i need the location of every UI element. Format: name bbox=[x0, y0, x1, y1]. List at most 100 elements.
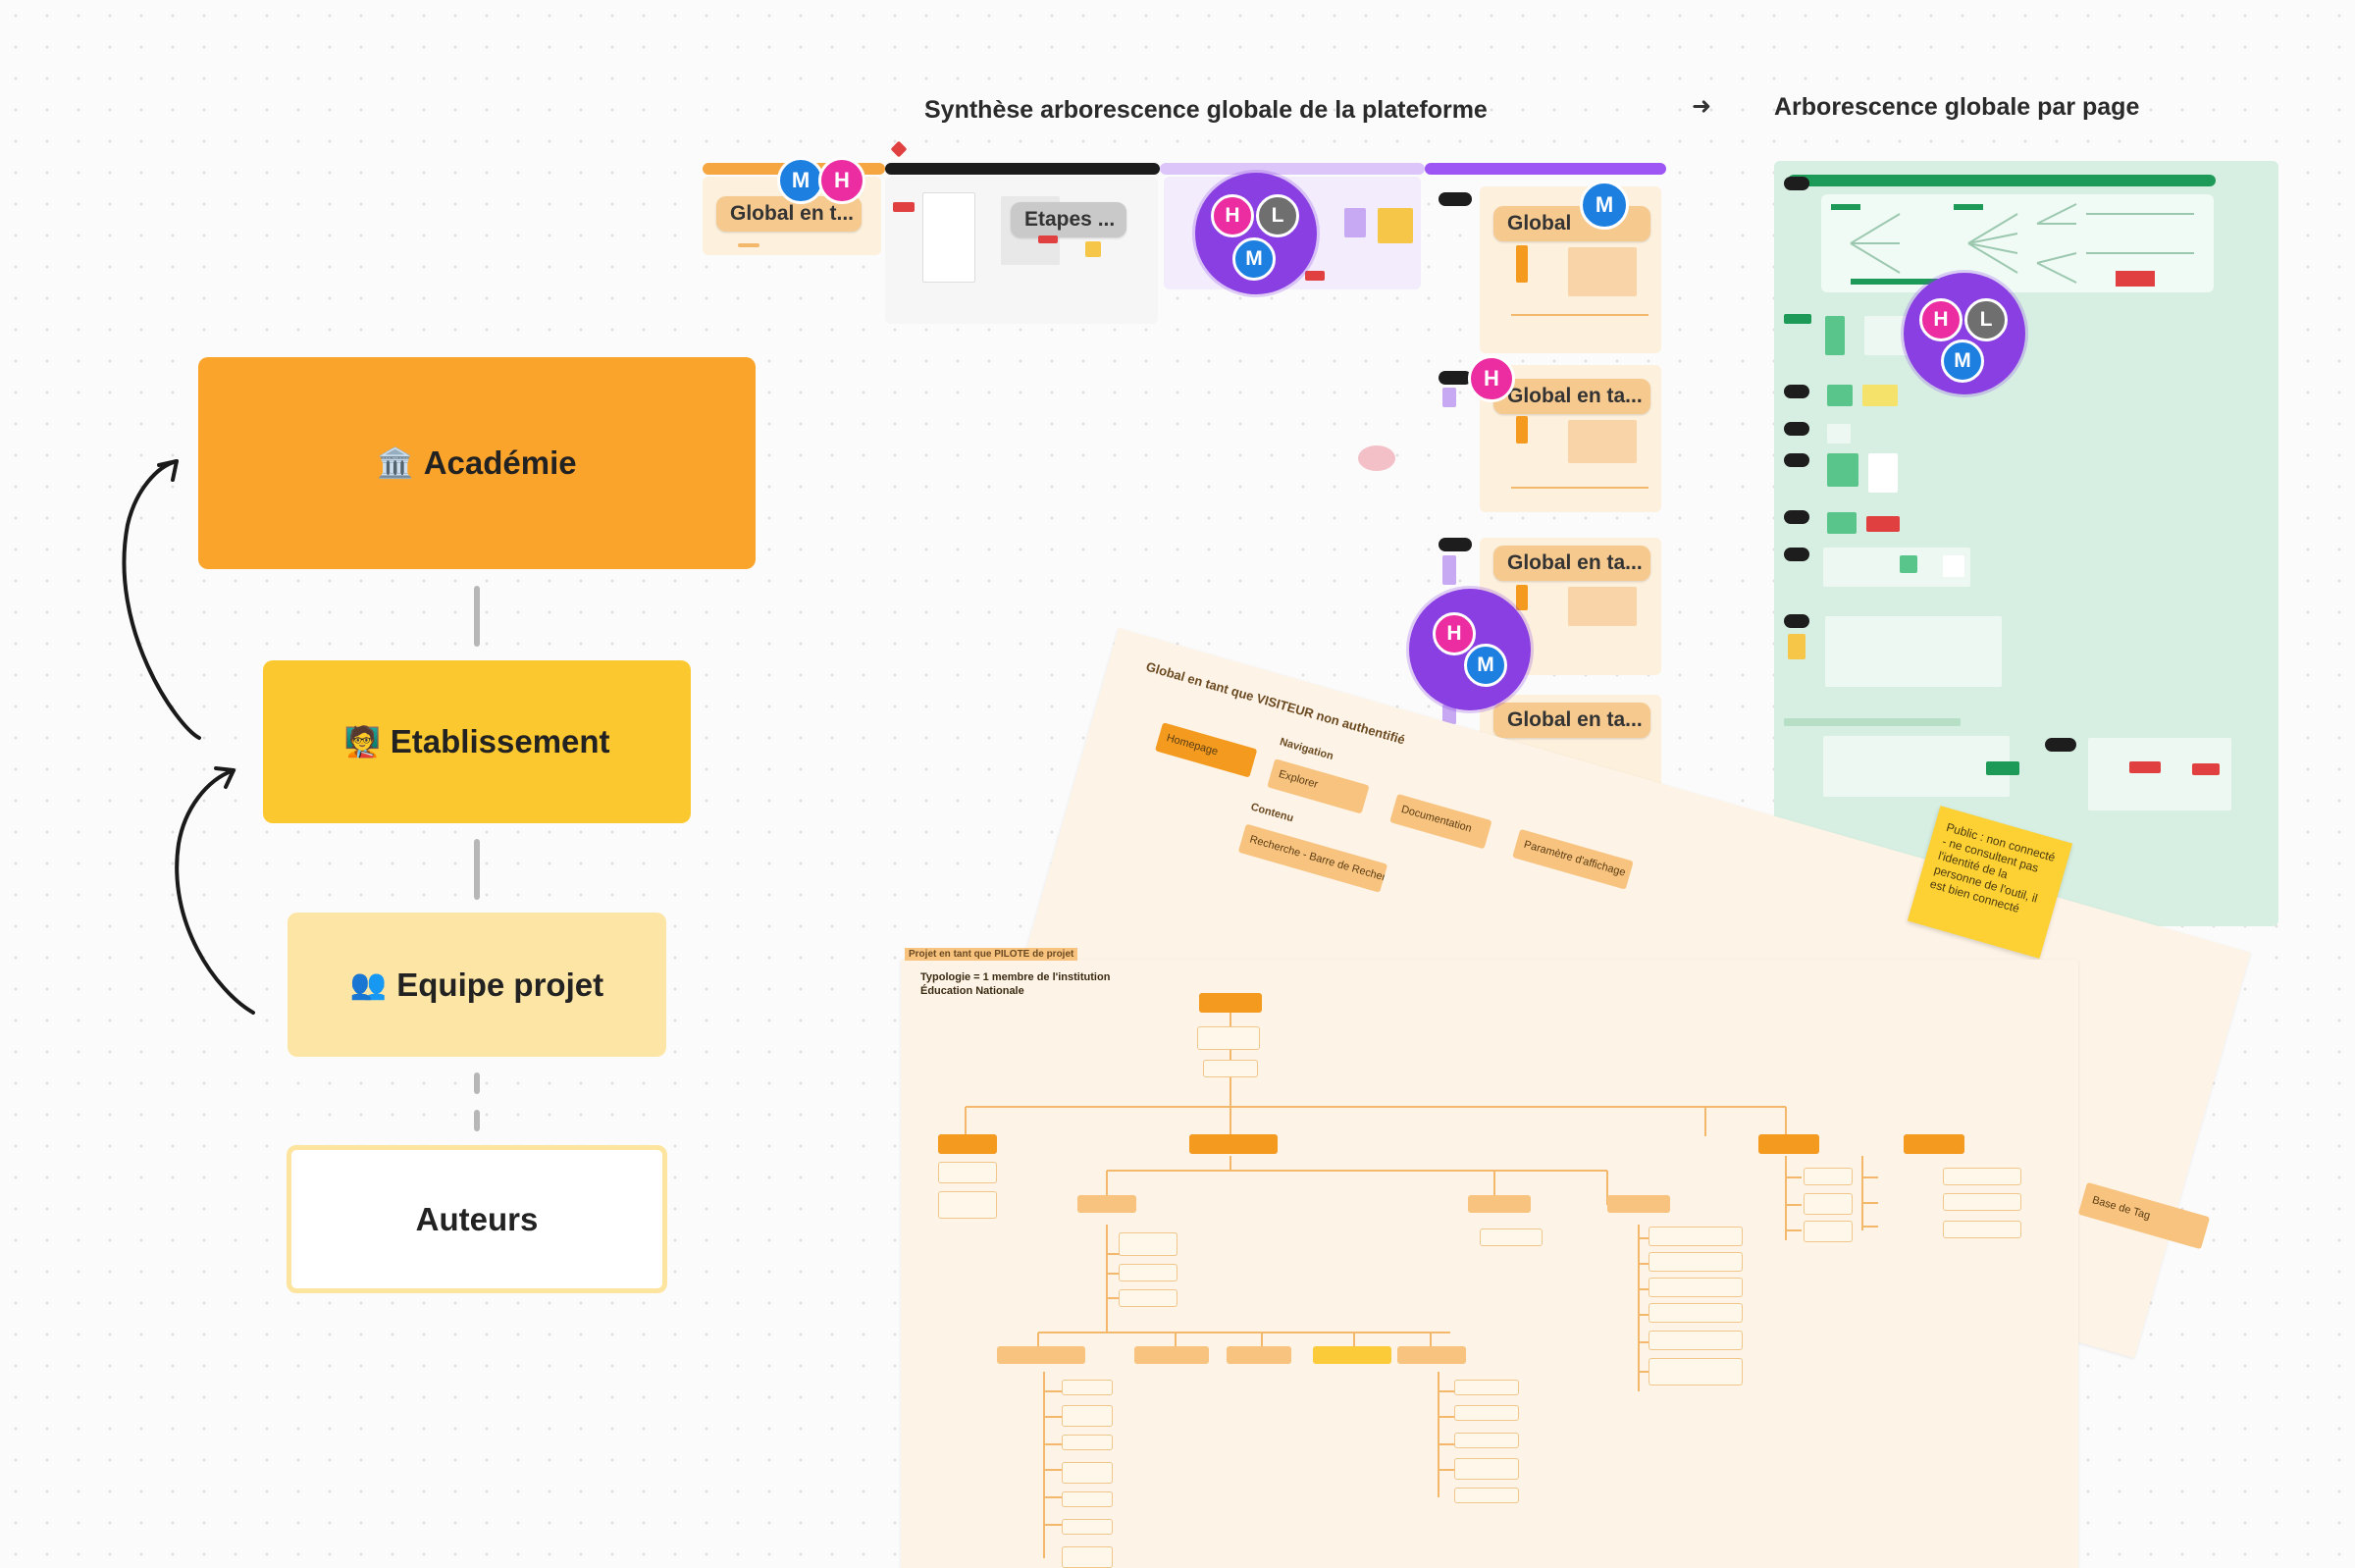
mini-block bbox=[1305, 271, 1325, 281]
node bbox=[1119, 1232, 1178, 1256]
node-root bbox=[1199, 993, 1262, 1013]
mini-line bbox=[1784, 718, 1961, 726]
mini-doc bbox=[922, 192, 975, 283]
frame-label: Global en ta... bbox=[1493, 546, 1650, 581]
node bbox=[1062, 1435, 1113, 1450]
black-tag bbox=[1784, 614, 1809, 628]
hierarchy-equipe-projet[interactable]: 👥 Equipe projet bbox=[288, 913, 666, 1057]
node bbox=[1480, 1228, 1543, 1246]
avatar-m[interactable]: M bbox=[777, 157, 824, 204]
sheet-bottom-subtitle-1: Typologie = 1 membre de l'institution bbox=[920, 971, 1111, 983]
node bbox=[1062, 1491, 1113, 1507]
mini-block bbox=[1568, 587, 1637, 626]
node bbox=[1062, 1405, 1113, 1427]
node bbox=[1648, 1331, 1743, 1350]
node bbox=[1397, 1346, 1466, 1364]
mini-block bbox=[1823, 736, 2010, 797]
synthese-title: Synthèse arborescence globale de la plat… bbox=[924, 96, 1488, 124]
node bbox=[1062, 1380, 1113, 1395]
mini-sticky bbox=[1788, 634, 1806, 659]
mini-block bbox=[1986, 761, 2019, 775]
node bbox=[1943, 1168, 2021, 1185]
academie-label: Académie bbox=[423, 444, 577, 481]
mini-block bbox=[1827, 385, 1853, 406]
black-tag bbox=[2045, 738, 2076, 752]
black-tag bbox=[1439, 192, 1472, 206]
mini-block bbox=[2129, 761, 2161, 773]
teacher-icon: 🧑‍🏫 bbox=[343, 725, 381, 758]
mini-sticky bbox=[1378, 208, 1413, 243]
connector-line bbox=[474, 586, 480, 647]
node bbox=[1062, 1519, 1113, 1535]
mini-block bbox=[738, 243, 759, 247]
black-tag bbox=[1784, 453, 1809, 467]
arrow-right-icon: ➜ bbox=[1692, 93, 1712, 120]
equipe-label: Equipe projet bbox=[396, 966, 604, 1003]
node bbox=[1904, 1134, 1964, 1154]
label-contenu: Contenu bbox=[1249, 801, 1295, 825]
frame-label: Global en ta... bbox=[1493, 703, 1650, 738]
node bbox=[1454, 1380, 1519, 1395]
strip-black bbox=[885, 163, 1160, 175]
black-tag bbox=[1439, 371, 1472, 385]
avatar-m: M bbox=[1941, 340, 1984, 383]
mini-sticky bbox=[1862, 385, 1898, 406]
node-documentation: Documentation bbox=[1389, 793, 1492, 850]
curved-arrows bbox=[122, 459, 255, 1015]
node bbox=[997, 1346, 1085, 1364]
mini-block bbox=[1516, 416, 1528, 444]
node bbox=[1062, 1462, 1113, 1484]
label-navigation: Navigation bbox=[1278, 736, 1335, 763]
avatar-h: H bbox=[1433, 612, 1476, 655]
node bbox=[938, 1162, 997, 1183]
mini-block bbox=[1784, 314, 1811, 324]
strip-green bbox=[1788, 175, 2216, 186]
node bbox=[1313, 1346, 1391, 1364]
frame-label: Global en t... bbox=[716, 196, 862, 232]
mini-block bbox=[893, 202, 915, 212]
avatar-m[interactable]: M bbox=[1580, 181, 1629, 230]
node bbox=[1648, 1252, 1743, 1272]
avatar-h: H bbox=[1211, 194, 1254, 237]
mini-block bbox=[1900, 555, 1917, 573]
mini-doc bbox=[1943, 555, 1964, 577]
node bbox=[1758, 1134, 1819, 1154]
node bbox=[1648, 1358, 1743, 1385]
node bbox=[1197, 1026, 1260, 1050]
tree-diagram bbox=[1831, 203, 2194, 287]
sheet-bottom-title: Projet en tant que PILOTE de projet bbox=[905, 948, 1078, 961]
avatar-h[interactable]: H bbox=[1468, 355, 1515, 402]
hierarchy-auteurs[interactable]: Auteurs bbox=[287, 1145, 667, 1293]
sheet-bottom-subtitle-2: Éducation Nationale bbox=[920, 985, 1024, 997]
node bbox=[1062, 1546, 1113, 1568]
mini-block bbox=[1442, 705, 1456, 724]
mini-block bbox=[2192, 763, 2220, 775]
mini-block bbox=[1442, 555, 1456, 585]
avatar-h: H bbox=[1919, 298, 1962, 341]
node bbox=[1134, 1346, 1209, 1364]
mini-block bbox=[1827, 512, 1857, 534]
hierarchy-etablissement[interactable]: 🧑‍🏫 Etablissement bbox=[263, 660, 691, 823]
node bbox=[938, 1134, 997, 1154]
node-parametres: Paramètre d'affichage bbox=[1512, 828, 1634, 890]
avatar-h[interactable]: H bbox=[818, 157, 865, 204]
mini-block bbox=[1516, 245, 1528, 283]
node bbox=[1454, 1458, 1519, 1480]
node bbox=[1454, 1405, 1519, 1421]
black-tag bbox=[1784, 177, 1809, 190]
black-tag bbox=[1784, 385, 1809, 398]
avatar-l: L bbox=[1964, 298, 2008, 341]
mini-line bbox=[1511, 487, 1648, 489]
mini-block bbox=[1827, 424, 1851, 444]
par-page-title: Arborescence globale par page bbox=[1774, 93, 2140, 121]
black-tag bbox=[1784, 510, 1809, 524]
connector-dash bbox=[474, 1072, 480, 1094]
node-explorer: Explorer bbox=[1267, 758, 1370, 814]
cursor-icon bbox=[890, 140, 908, 158]
hierarchy-academie[interactable]: 🏛️ Académie bbox=[198, 357, 756, 569]
node-recherche: Recherche - Barre de Recherche bbox=[1237, 823, 1388, 893]
node bbox=[1119, 1264, 1178, 1281]
avatar-m: M bbox=[1232, 237, 1276, 281]
mini-block bbox=[1568, 247, 1637, 296]
node bbox=[1077, 1195, 1136, 1213]
